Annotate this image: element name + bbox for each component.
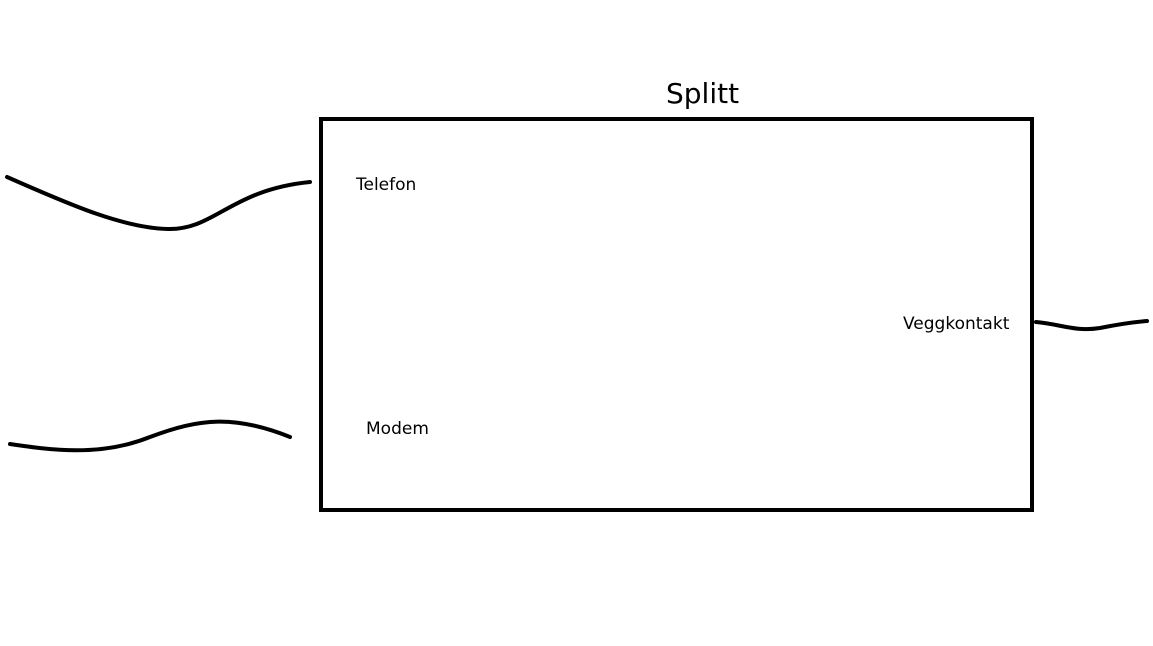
telefon-label: Telefon [356, 175, 417, 195]
splitter-box [319, 117, 1034, 512]
modem-label: Modem [366, 419, 429, 439]
diagram-title: Splitt [666, 77, 740, 110]
veggkontakt-cable [1034, 319, 1149, 332]
telefon-cable [5, 175, 312, 232]
veggkontakt-label: Veggkontakt [903, 314, 1010, 334]
modem-cable [8, 419, 292, 453]
